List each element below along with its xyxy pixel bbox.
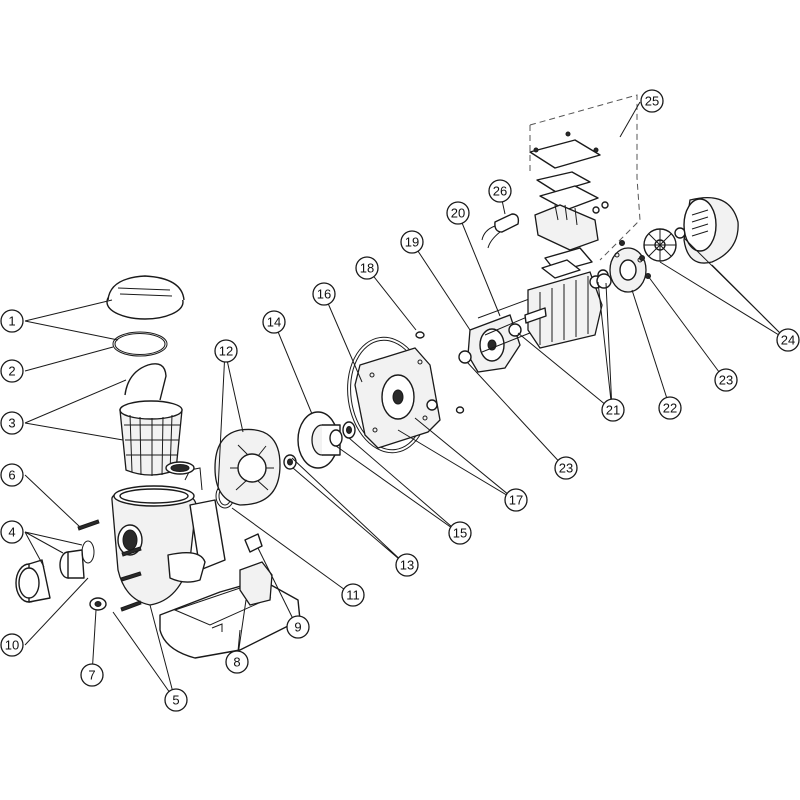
callout-11: 11 [341,583,365,607]
part-18-washers [415,331,465,414]
part-6-bolts [77,519,142,612]
callout-13-label: 13 [400,558,414,573]
callout-24-label: 24 [781,333,795,348]
part-22-rear-flange [609,247,647,293]
callout-7-label: 7 [88,668,95,683]
part-1-strainer-lid [106,275,185,320]
callout-20-label: 20 [451,206,465,221]
callout-23-lower: 23 [554,456,578,480]
callout-23-lower-label: 23 [559,461,573,476]
callout-17: 17 [504,488,528,512]
leader-lines [24,101,788,701]
callout-5-label: 5 [172,693,179,708]
callout-21: 21 [601,398,625,422]
callout-9-label: 9 [294,620,301,635]
part-15-mechanical-seal [329,421,356,447]
callout-8-label: 8 [233,655,240,670]
callout-8: 8 [225,650,249,674]
callout-4: 4 [0,520,24,544]
callout-16: 16 [312,282,336,306]
callout-1: 1 [0,309,24,333]
callout-25-label: 25 [645,94,659,109]
part-13-impeller-fasteners [283,454,297,470]
callout-19-label: 19 [405,235,419,250]
callout-12-label: 12 [219,344,233,359]
callout-20: 20 [446,201,470,225]
part-2-lid-o-ring [112,331,168,357]
callout-23-upper: 23 [714,368,738,392]
callout-9: 9 [286,615,310,639]
callout-18: 18 [355,256,379,280]
part-5-pump-body [111,461,226,606]
callout-6: 6 [0,463,24,487]
callout-4-label: 4 [8,525,15,540]
part-8-pump-base [159,561,301,659]
callout-2-label: 2 [8,364,15,379]
part-23-fan-fasteners [619,240,651,279]
callout-12: 12 [214,339,238,363]
callout-22-label: 22 [663,401,677,416]
callout-26-label: 26 [493,184,507,199]
callout-15-label: 15 [453,526,467,541]
callout-17-label: 17 [509,493,523,508]
part-7-drain-plug [89,597,107,611]
callout-26: 26 [488,179,512,203]
callout-1-label: 1 [8,314,15,329]
callout-15: 15 [448,521,472,545]
part-10-union-nut [18,567,40,599]
callout-25: 25 [640,89,664,113]
callout-3-label: 3 [8,416,15,431]
callout-6-label: 6 [8,468,15,483]
callout-3: 3 [0,411,24,435]
callout-7: 7 [80,663,104,687]
callout-5: 5 [164,688,188,712]
callout-24: 24 [776,328,800,352]
callout-14: 14 [262,310,286,334]
part-24-fan-and-cover [643,196,739,264]
callout-23-upper-label: 23 [719,373,733,388]
callout-18-label: 18 [360,261,374,276]
part-26-capacitor [481,213,520,249]
callout-10-label: 10 [5,638,19,653]
callout-14-label: 14 [267,315,281,330]
callout-22: 22 [658,396,682,420]
part-19-motor-front-flange [458,314,521,373]
callout-10: 10 [0,633,24,657]
callout-2: 2 [0,359,24,383]
callout-13: 13 [395,553,419,577]
part-9-base-spacer [244,533,263,553]
part-3-strainer-basket [119,363,183,476]
part-25-terminal-box [529,94,641,279]
callout-16-label: 16 [317,287,331,302]
part-17-seal-plate [354,347,441,449]
callout-19: 19 [400,230,424,254]
part-12-diffuser [214,428,281,506]
callout-21-label: 21 [606,403,620,418]
callout-11-label: 11 [346,588,360,603]
